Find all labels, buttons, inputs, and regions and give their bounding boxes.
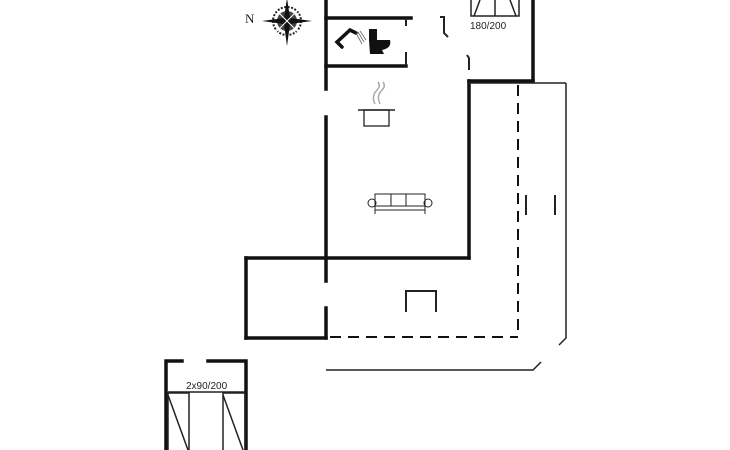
single-beds-icon [167,392,246,450]
walls [244,0,535,340]
sofa-icon [367,193,433,214]
cooking-pot-icon [358,81,395,127]
table-icon [405,290,437,312]
annex-room [164,359,248,450]
north-label: N [245,11,255,26]
toilet-icon [369,29,391,54]
shower-icon [334,27,367,49]
bed-size-label-annex: 2x90/200 [186,381,228,392]
terrace [326,82,567,371]
compass-rose-icon [262,0,312,46]
bed-size-label-main: 180/200 [470,21,507,32]
double-bed-icon [470,0,520,17]
